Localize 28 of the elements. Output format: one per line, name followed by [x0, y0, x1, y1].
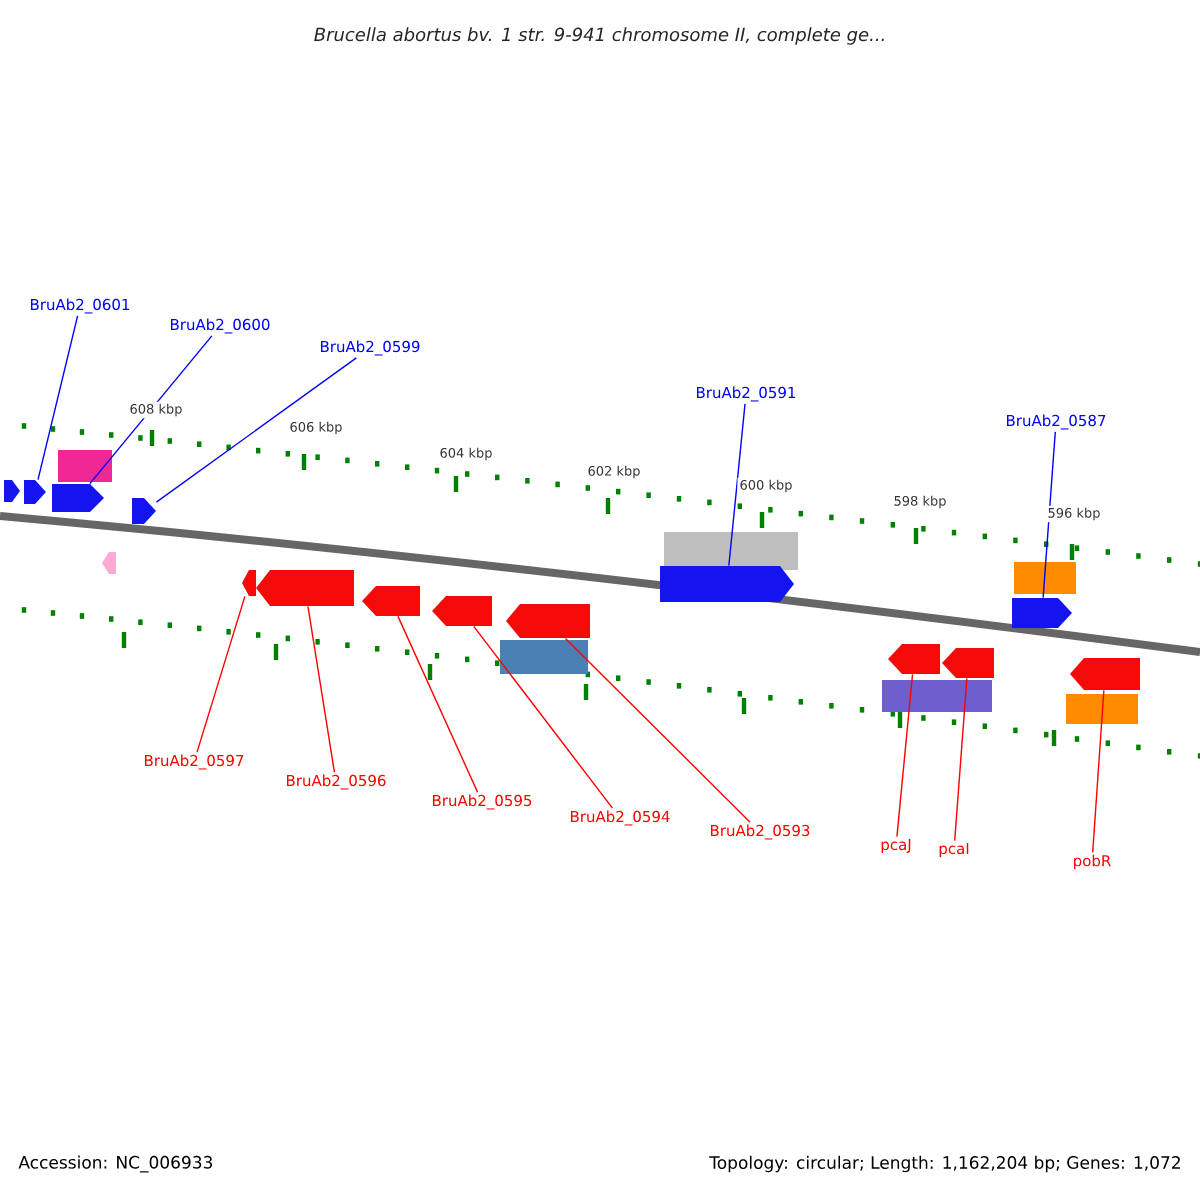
leader-line: [473, 625, 614, 809]
accession-text: Accession: NC_006933: [18, 1155, 212, 1173]
leader-line: [89, 335, 213, 485]
gene-feature: [362, 586, 420, 616]
leader-line: [1042, 431, 1056, 599]
gene-feature: [660, 566, 794, 602]
gene-feature: [888, 644, 940, 674]
summary-text: Topology: circular; Length: 1,162,204 bp; Genes: 1,072: [709, 1155, 1180, 1173]
gene-feature: [942, 648, 994, 678]
leader-line: [728, 403, 746, 567]
gene-feature: [1070, 658, 1140, 690]
leader-line: [1092, 689, 1105, 854]
title: Brucella abortus bv. 1 str. 9-941 chromosome II, complete ge...: [314, 27, 884, 45]
gene-feature: [24, 480, 46, 504]
leader-line: [155, 357, 358, 503]
leader-line: [954, 677, 968, 842]
gene-feature: [432, 596, 492, 626]
gene-feature: [506, 604, 590, 638]
leader-line: [196, 595, 246, 753]
gene-feature: [1012, 598, 1072, 628]
leader-line: [37, 315, 79, 481]
gene-feature: [132, 498, 156, 524]
gene-feature: [242, 570, 256, 596]
leader-line: [397, 615, 479, 793]
leader-line: [896, 673, 914, 838]
leader-line: [564, 637, 751, 823]
leader-line: [307, 605, 336, 773]
gene-feature: [52, 484, 104, 512]
